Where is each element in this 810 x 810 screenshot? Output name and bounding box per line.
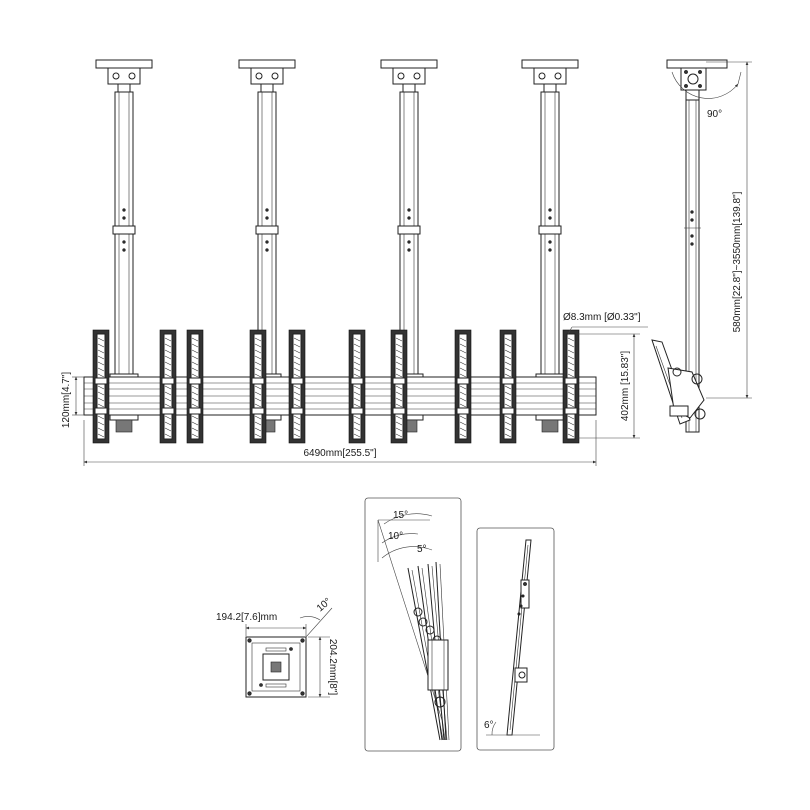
vertical-bracket	[390, 329, 408, 444]
ceiling-pole	[380, 59, 438, 433]
rotation-label: 90°	[707, 109, 722, 120]
tilt-5-label: 5°	[417, 544, 427, 555]
vertical-bracket	[249, 329, 267, 444]
plate-width-label: 194.2[7.6]mm	[216, 612, 277, 623]
bracket-height-dimension: 402mm [15.83"]	[578, 333, 640, 439]
tilt-6-label: 6°	[484, 720, 494, 731]
ceiling-pole	[521, 59, 579, 433]
vertical-bracket	[348, 329, 366, 444]
hole-diameter-label: Ø8.3mm [Ø0.33"]	[563, 312, 641, 323]
hole-callout: Ø8.3mm [Ø0.33"]	[563, 312, 648, 335]
bracket-height-label: 402mm [15.83"]	[620, 351, 631, 421]
front-view: 6490mm[255.5"] 120mm[4.7"] 402mm [15.83"…	[61, 59, 648, 466]
vertical-bracket	[499, 329, 517, 444]
tilt-10-label: 10°	[388, 531, 403, 542]
plate-angle-label: 10°	[315, 596, 334, 614]
vertical-bracket	[186, 329, 204, 444]
pole-length-label: 580mm[22.8"]~3550mm[139.8"]	[732, 191, 743, 332]
vertical-brackets	[92, 329, 580, 444]
plate-height-label: 204.2mm[8"]	[327, 639, 338, 696]
tilt-bracket-line	[407, 567, 441, 741]
width-dimension: 6490mm[255.5"]	[83, 420, 597, 466]
rail-height-dimension: 120mm[4.7"]	[61, 372, 84, 429]
vertical-bracket	[159, 329, 177, 444]
vertical-bracket	[562, 329, 580, 444]
ceiling-pole	[95, 59, 153, 433]
vertical-bracket	[288, 329, 306, 444]
ceiling-poles	[95, 59, 579, 433]
ceiling-pole	[238, 59, 296, 433]
tilt-15-label: 15°	[393, 510, 408, 521]
vertical-bracket	[454, 329, 472, 444]
wall-tilt-detail: 6°	[476, 527, 555, 751]
ceiling-plate-detail: 194.2[7.6]mm 204.2mm[8"] 10°	[216, 596, 338, 698]
vertical-bracket	[92, 329, 110, 444]
tilt-detail: 15° 10° 5°	[364, 497, 462, 752]
side-view: 90° 580mm[22.8"]~3550mm[139.8"]	[651, 59, 752, 433]
total-width-label: 6490mm[255.5"]	[303, 448, 376, 459]
rail-height-label: 120mm[4.7"]	[61, 372, 72, 429]
